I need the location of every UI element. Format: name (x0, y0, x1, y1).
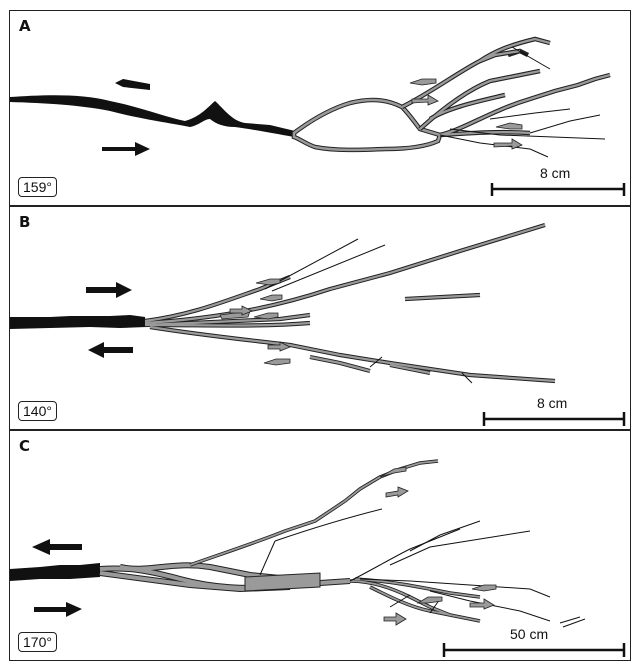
solid-fault-trace (10, 563, 100, 581)
scale-bar (484, 412, 624, 426)
scale-label: 8 cm (537, 395, 567, 411)
angle-badge: 159° (18, 177, 57, 197)
scale-bar (492, 183, 624, 196)
scale-label: 50 cm (510, 626, 548, 642)
solid-fault-trace (10, 95, 295, 137)
scale-bar (444, 643, 624, 657)
angle-badge: 170° (18, 632, 57, 652)
panel-b: B (9, 206, 631, 430)
angle-badge: 140° (18, 401, 57, 421)
panel-c: C (9, 430, 631, 661)
fault-strands-fill (145, 225, 555, 381)
fault-diagram-a (10, 11, 632, 207)
solid-fault-trace (10, 315, 146, 329)
scale-label: 8 cm (540, 165, 570, 181)
panel-a: A (9, 10, 631, 206)
slip-arrows (410, 79, 522, 149)
